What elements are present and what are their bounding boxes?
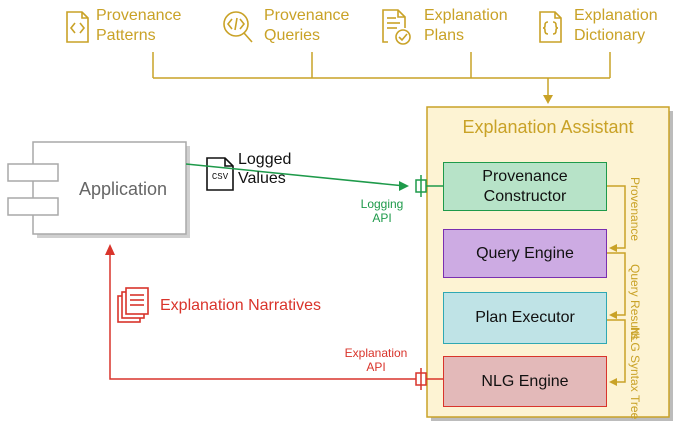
flow-line2: Results [628,300,642,341]
source-connector-lines [152,52,611,96]
explanation-api-label: Explanation API [333,346,419,374]
flow-line2: Tree [628,395,642,420]
application-label: Application [78,179,168,199]
flow-label-provenance: Provenance [628,177,642,242]
assistant-arrowhead [543,95,553,104]
braces-file-icon [539,11,562,43]
plan-executor-module: Plan Executor [443,292,607,344]
source-line2: Plans [424,27,465,44]
document-check-icon [382,9,411,45]
flow-arrowhead-1 [609,244,617,252]
documents-icon [117,287,149,323]
source-line1: Provenance [96,7,182,24]
code-search-icon [223,11,253,43]
source-explanation-dictionary: Explanation Dictionary [574,6,658,46]
logging-api-port [415,175,443,197]
source-line2: Patterns [96,27,156,44]
logged-values-label: Logged Values [238,150,291,188]
logged-line2: Values [238,170,286,187]
source-provenance-patterns: Provenance Patterns [96,6,181,46]
module-line1: Provenance [482,167,568,185]
explanation-arrowhead [105,244,115,255]
explanation-arrow-line [109,252,420,380]
explanation-api-line2: API [366,360,386,374]
query-engine-module: Query Engine [443,229,607,278]
flow-label-query-results: Query Results [628,264,642,341]
logging-arrowhead [399,181,409,191]
source-line1: Explanation [424,7,508,24]
logging-api-line1: Logging [360,197,404,211]
application-box [32,141,187,235]
source-provenance-queries: Provenance Queries [264,6,349,46]
logging-api-line2: API [372,211,392,225]
module-line1: NLG Engine [481,372,569,390]
logging-api-label: Logging API [352,197,412,225]
explanation-api-line1: Explanation [344,346,408,360]
explanation-narratives-label: Explanation Narratives [160,297,321,314]
logging-arrow-line [185,163,406,187]
csv-file-label: CSV [211,172,229,182]
code-file-icon [66,11,89,43]
assistant-title: Explanation Assistant [462,117,634,137]
flow-label-nlg-syntax-tree: NLG Syntax Tree [628,327,642,420]
nlg-engine-module: NLG Engine [443,356,607,407]
internal-flow-lines [607,185,626,383]
flow-line1: Provenance [628,177,642,242]
flow-line1: Query [628,264,642,297]
csv-file-icon [206,157,234,191]
flow-line1: NLG Syntax [628,327,642,392]
module-line2: Constructor [483,187,567,205]
source-explanation-plans: Explanation Plans [424,6,508,46]
explanation-api-port [415,368,443,390]
source-line1: Explanation [574,7,658,24]
logged-line1: Logged [238,151,292,168]
source-line2: Dictionary [574,27,646,44]
flow-arrowhead-2 [609,311,617,319]
source-line2: Queries [264,27,321,44]
provenance-constructor-module: Provenance Constructor [443,162,607,211]
module-line1: Query Engine [476,244,574,262]
component-icon [7,163,59,216]
flow-arrowhead-3 [609,378,617,386]
source-line1: Provenance [264,7,350,24]
module-line1: Plan Executor [475,309,575,326]
